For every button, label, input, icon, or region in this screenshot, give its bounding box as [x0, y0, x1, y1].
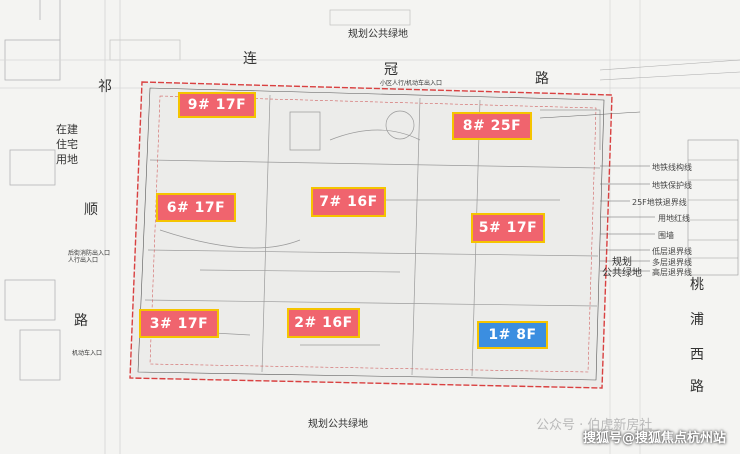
gate-left-vehicle-label: 机动车入口 — [72, 350, 103, 357]
building-6: 6# 17F — [156, 193, 236, 222]
building-8: 8# 25F — [452, 112, 532, 140]
road-top-char-1: 连 — [243, 51, 257, 67]
note-metro-structure: 地铁线构线 — [652, 163, 692, 172]
green-top-label: 规划公共绿地 — [348, 29, 408, 40]
note-red-line: 用地红线 — [658, 214, 690, 223]
road-right-char-3: 西 — [690, 347, 704, 363]
note-metro-protection: 地铁保护线 — [652, 181, 692, 190]
site-boundary — [129, 81, 613, 389]
note-metro-setback: 25F地铁退界线 — [632, 198, 687, 207]
road-right-char-1: 桃 — [690, 277, 704, 293]
wechat-watermark: 公众号 · 伯虎新房社 — [536, 418, 653, 433]
gate-left-fire-label: 后街消防出入口 人行出入口 — [68, 250, 111, 264]
green-right-label: 规划 公共绿地 — [602, 257, 642, 279]
note-low-setback: 低层退界线 — [652, 247, 692, 256]
road-left-char-2: 顺 — [84, 202, 98, 218]
building-7: 7# 16F — [311, 187, 386, 217]
road-top-char-2: 冠 — [384, 62, 398, 78]
sohu-watermark: 搜狐号@搜狐焦点杭州站 — [582, 431, 726, 446]
gate-top-label: 小区人行/机动车出入口 — [380, 80, 443, 87]
note-high-setback: 高层退界线 — [652, 268, 692, 277]
road-left-char-1: 祁 — [98, 79, 112, 95]
building-9: 9# 17F — [178, 92, 256, 118]
building-3: 3# 17F — [139, 309, 219, 338]
building-2: 2# 16F — [287, 308, 360, 338]
building-5: 5# 17F — [471, 213, 545, 243]
note-mid-setback: 多层退界线 — [652, 258, 692, 267]
note-wall: 围墙 — [658, 231, 674, 240]
road-top-char-3: 路 — [535, 71, 549, 87]
road-right-char-4: 路 — [690, 379, 704, 395]
road-right-char-2: 浦 — [690, 312, 704, 328]
building-1: 1# 8F — [477, 321, 548, 349]
road-left-char-3: 路 — [74, 313, 88, 329]
green-bottom-label: 规划公共绿地 — [308, 419, 368, 430]
residential-left-label: 在建 住宅 用地 — [56, 123, 78, 166]
